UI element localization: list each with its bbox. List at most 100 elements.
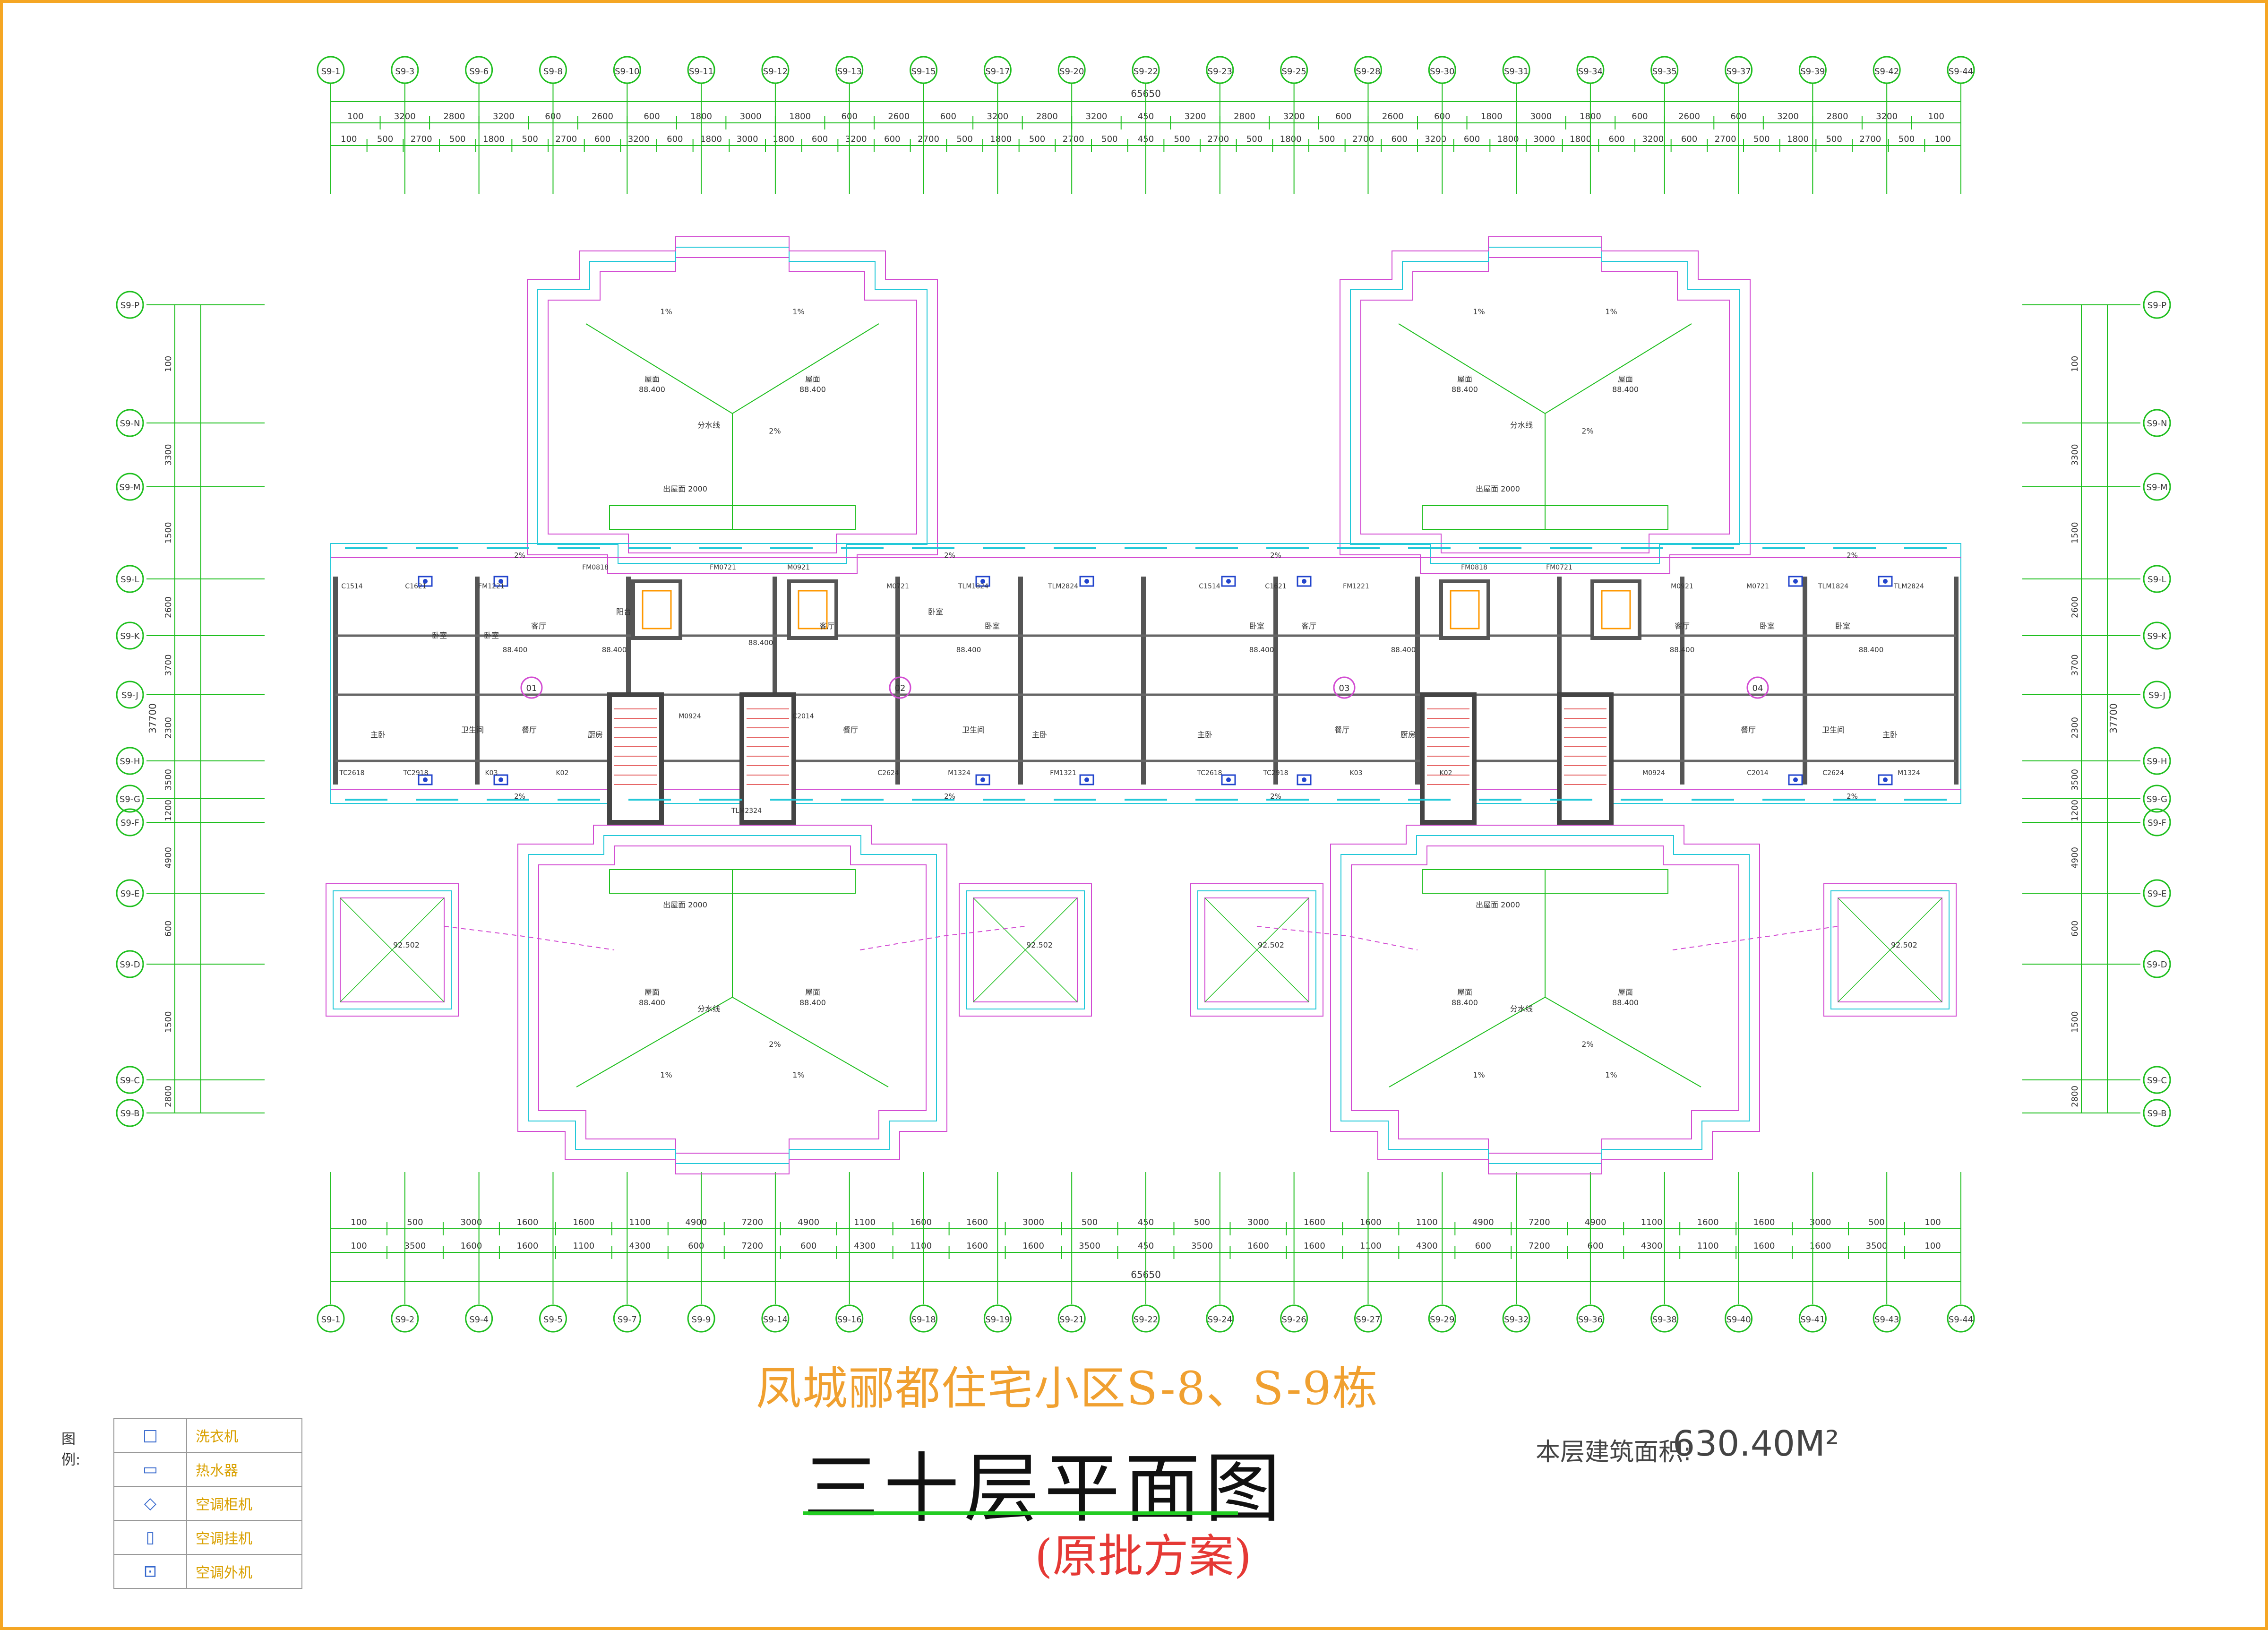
door-code: TLM2324 [731, 807, 762, 815]
dim-value: 100 [347, 112, 363, 121]
slope-label: 2% [514, 551, 525, 560]
axis-label: S9-44 [1949, 67, 1973, 77]
slope-label: 2% [1270, 551, 1281, 560]
project-title: 凤城郦都住宅小区S-8、S-9栋 [756, 1362, 1379, 1415]
ac-outdoor-unit-icon [1297, 576, 1312, 587]
door-code: C2624 [877, 769, 899, 777]
stair-core [607, 692, 664, 825]
roof-elev: 88.400 [799, 385, 826, 394]
axis-label: S9-18 [911, 1315, 936, 1325]
roof-outline [537, 247, 928, 564]
door-code: K02 [1440, 769, 1452, 777]
axis-bubble [910, 56, 938, 84]
ac-dot [1302, 579, 1306, 584]
divide-label: 分水线 [1510, 1004, 1533, 1013]
axis-bubble [835, 1304, 864, 1333]
side-roof [1197, 890, 1316, 1009]
room-label: 客厅 [531, 621, 546, 630]
divide-label: 分水线 [1510, 421, 1533, 430]
side-roof [966, 890, 1085, 1009]
axis-label: S9-30 [1430, 67, 1454, 77]
door-code: FM0721 [710, 564, 736, 571]
parapet [1422, 869, 1668, 894]
roof-elev: 88.400 [639, 385, 665, 394]
dim-value: 2600 [888, 112, 910, 121]
axis-bubble [1650, 56, 1679, 84]
dim-value: 600 [644, 112, 660, 121]
roof-label: 屋面 [805, 375, 820, 384]
dim-value: 600 [1464, 134, 1480, 144]
dim-value: 4300 [629, 1241, 651, 1251]
floor-elev: 88.400 [1249, 646, 1274, 654]
dim-value: 3000 [1533, 134, 1555, 144]
ac-outdoor-unit-icon [418, 576, 433, 587]
ridge-line [1389, 996, 1701, 1087]
axis-label: S9-3 [395, 67, 414, 77]
axis-label: S9-16 [837, 1315, 862, 1325]
axis-bubble [116, 1066, 144, 1094]
dim-value: 600 [1608, 134, 1624, 144]
axis-bubble [983, 56, 1012, 84]
room-label: 厨房 [588, 730, 603, 739]
dim-value: 3000 [1530, 112, 1552, 121]
axis-bubble [116, 1099, 144, 1127]
dim-value: 500 [956, 134, 972, 144]
slope-label: 1% [660, 307, 672, 316]
dim-value: 3300 [2070, 444, 2080, 466]
axis-bubble [1502, 1304, 1530, 1333]
axis-bubble [983, 1304, 1012, 1333]
axis-bubble [2143, 1099, 2171, 1127]
door-code: TLM2824 [1048, 583, 1078, 590]
ac-dot [1883, 777, 1888, 782]
ac-dot [1226, 777, 1231, 782]
ac-dot [1793, 579, 1798, 584]
axis-bubble [1576, 56, 1605, 84]
dim-value: 7200 [741, 1241, 763, 1251]
axis-bubble [391, 56, 419, 84]
ac-outdoor-unit-icon [975, 576, 990, 587]
dim-value: 1600 [910, 1217, 932, 1227]
roof-outline [1351, 845, 1739, 1154]
dim-value: 100 [1924, 1217, 1941, 1227]
axis-bubble [2143, 621, 2171, 650]
legend-label: 空调挂机 [186, 1520, 302, 1555]
dim-value: 2600 [1678, 112, 1700, 121]
ac-dot [1883, 579, 1888, 584]
slope-label: 1% [1473, 307, 1485, 316]
ac-dot [1302, 777, 1306, 782]
axis-bubble [116, 950, 144, 978]
dim-value: 600 [1475, 1241, 1491, 1251]
axis-bubble [1428, 56, 1456, 84]
side-roof [1823, 883, 1957, 1017]
axis-bubble [116, 621, 144, 650]
axis-bubble [687, 1304, 715, 1333]
dim-value: 4300 [1416, 1241, 1438, 1251]
dim-value: 3200 [1642, 134, 1664, 144]
ac-outdoor-unit-icon [1788, 774, 1803, 785]
legend-row: ▯空调挂机 [113, 1520, 302, 1555]
door-code: FM0818 [1461, 564, 1487, 571]
axis-bubble [2143, 808, 2171, 837]
dim-value: 3500 [404, 1241, 426, 1251]
axis-label: S9-35 [1652, 67, 1677, 77]
legend-row: ⊡空调外机 [113, 1554, 302, 1589]
door-code: C1621 [405, 583, 426, 590]
roof-elev: 92.502 [393, 940, 420, 949]
dim-value: 2600 [1382, 112, 1404, 121]
axis-bubble [116, 565, 144, 593]
axis-label: S9-N [2147, 419, 2167, 429]
area-label: 本层建筑面积: [1536, 1438, 1692, 1466]
water-heater-icon: ▭ [113, 1452, 187, 1487]
axis-bubble [116, 291, 144, 319]
axis-bubble [613, 1304, 641, 1333]
axis-bubble [1873, 1304, 1901, 1333]
axis-bubble [116, 879, 144, 907]
parapet [609, 869, 856, 894]
dim-value: 100 [163, 356, 173, 372]
side-roof [1830, 890, 1950, 1009]
dim-value: 100 [351, 1241, 367, 1251]
axis-bubble [2143, 747, 2171, 775]
door-code: M0721 [886, 583, 909, 590]
